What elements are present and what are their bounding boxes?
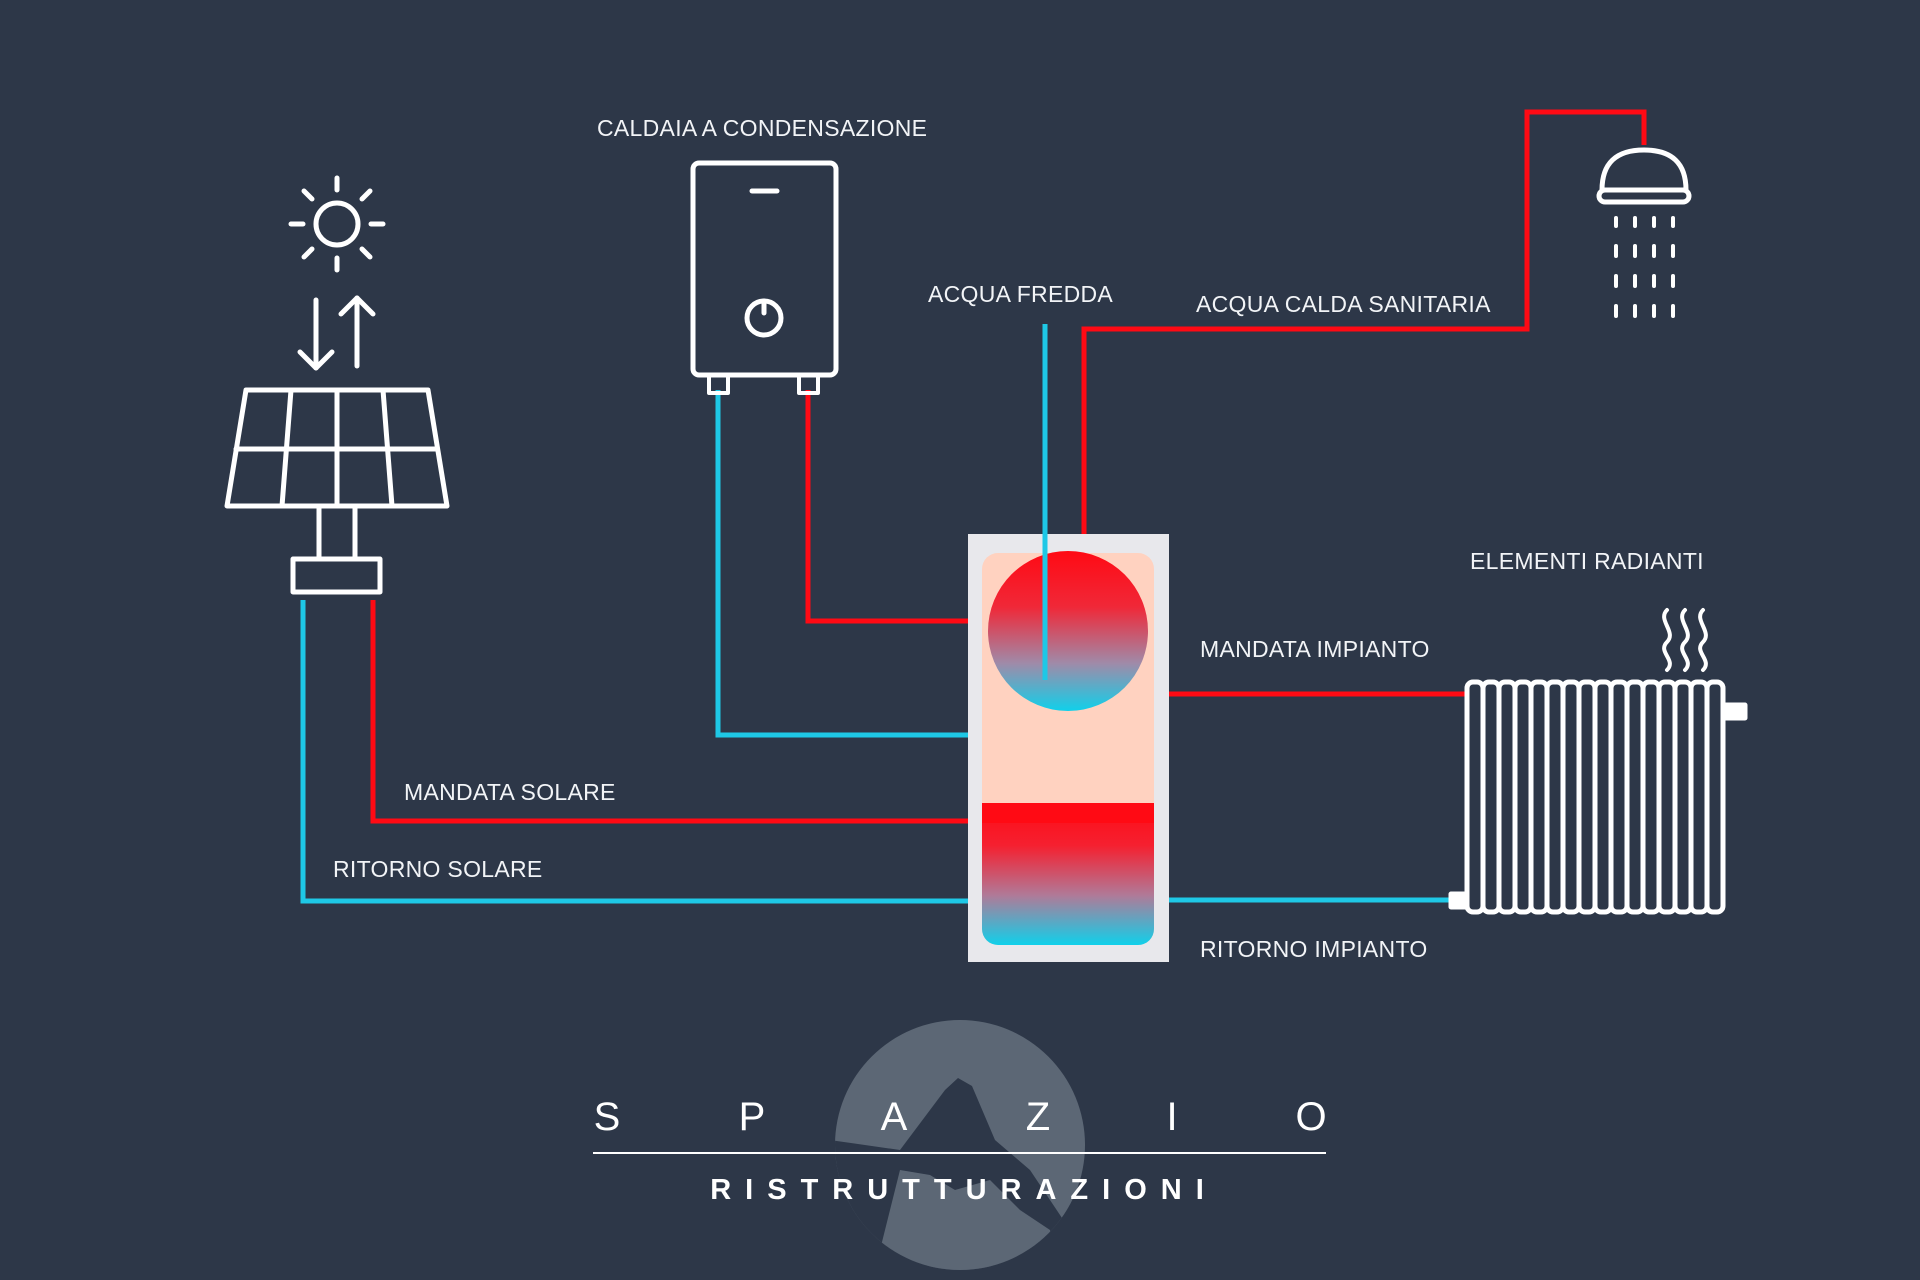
solar-return-label: RITORNO SOLARE [333, 856, 543, 882]
boiler-label: CALDAIA A CONDENSAZIONE [597, 115, 927, 141]
heat-waves-icon [1662, 608, 1708, 672]
boiler-supply-pipe [805, 390, 985, 624]
heat-exchanger-sphere [988, 551, 1148, 711]
hot-water-pipe [1081, 109, 1647, 596]
boiler-icon [690, 160, 839, 395]
company-logo: S P A Z I O RISTRUTTURAZIONI [593, 1020, 1327, 1270]
up-down-arrows-icon [297, 295, 376, 371]
water-drops [1614, 216, 1675, 318]
logo-letter: P [739, 1095, 766, 1139]
solar-return-pipe [300, 600, 985, 904]
solar-supply-pipe [370, 600, 985, 824]
logo-letter: Z [1026, 1095, 1050, 1139]
solar-panel-icon [224, 387, 450, 595]
logo-letter: I [1166, 1095, 1177, 1139]
storage-tank-icon [968, 534, 1169, 962]
hot-water-label: ACQUA CALDA SANITARIA [1196, 291, 1491, 317]
logo-wordmark: S P A Z I O RISTRUTTURAZIONI [593, 1095, 1327, 1206]
system-return-label: RITORNO IMPIANTO [1200, 936, 1428, 962]
logo-letter: A [881, 1095, 908, 1139]
mountain-logo-icon [835, 1020, 1085, 1270]
logo-subtitle: RISTRUTTURAZIONI [710, 1174, 1218, 1206]
sun-icon [288, 175, 386, 273]
labels: CALDAIA A CONDENSAZIONE ACQUA FREDDA ACQ… [333, 115, 1704, 962]
radiator-icon [1448, 679, 1748, 915]
logo-letter: S [594, 1095, 621, 1139]
boiler-return-pipe [715, 390, 985, 738]
radiators-label: ELEMENTI RADIANTI [1470, 548, 1704, 574]
pipes [300, 109, 1647, 904]
cold-water-label: ACQUA FREDDA [928, 281, 1113, 307]
solar-coil [982, 803, 1154, 945]
shower-icon [1596, 147, 1692, 318]
logo-letter: O [1295, 1095, 1326, 1139]
system-supply-label: MANDATA IMPIANTO [1200, 636, 1430, 662]
solar-supply-label: MANDATA SOLARE [404, 779, 616, 805]
